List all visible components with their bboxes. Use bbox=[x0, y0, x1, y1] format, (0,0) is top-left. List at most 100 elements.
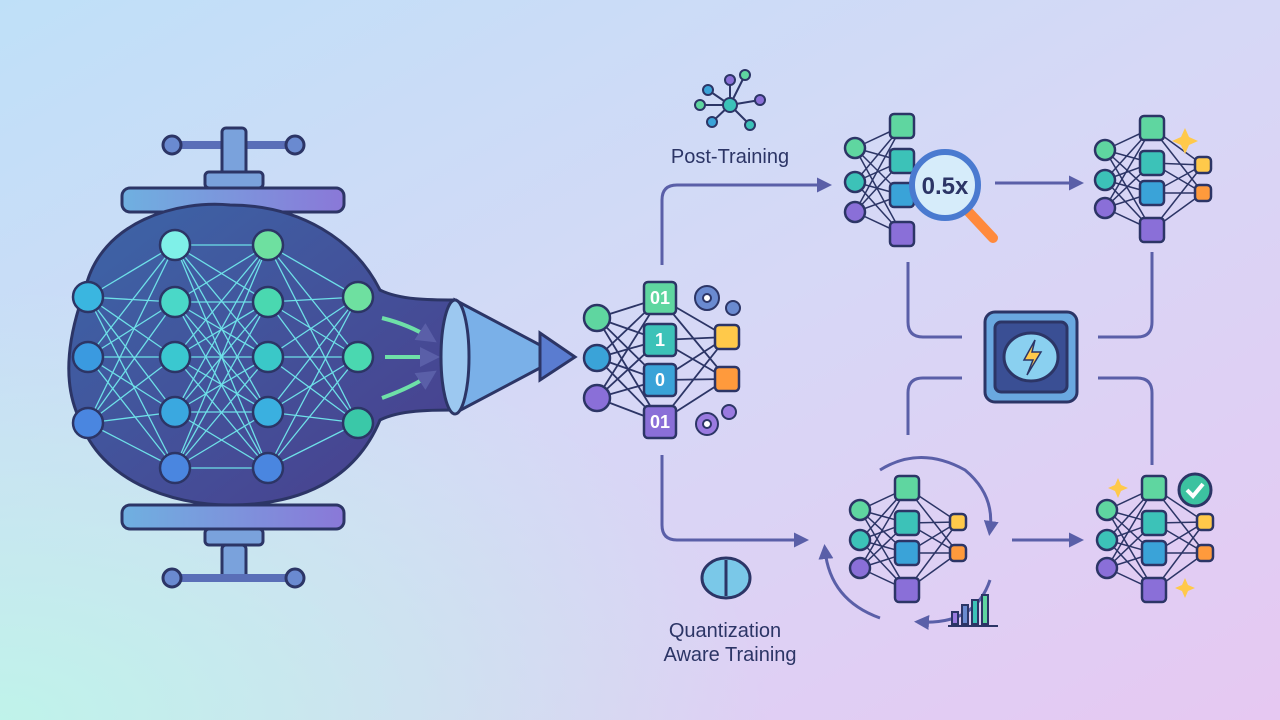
connection bbox=[267, 422, 359, 469]
connection bbox=[267, 356, 359, 469]
connection bbox=[87, 244, 176, 358]
gear-icon bbox=[721, 404, 737, 420]
quantized-neuron bbox=[642, 362, 678, 398]
connection bbox=[87, 356, 176, 413]
compression-arrows bbox=[381, 316, 440, 400]
growth-chart-icon bbox=[948, 594, 998, 627]
qat-network bbox=[848, 474, 968, 604]
connection bbox=[1106, 487, 1155, 569]
quantized-neuron bbox=[893, 539, 921, 567]
connection bbox=[267, 296, 359, 358]
quantized-neuron bbox=[893, 474, 921, 502]
neuron bbox=[71, 406, 105, 440]
quantized-neuron bbox=[1138, 216, 1166, 244]
quantized-neuron bbox=[1193, 155, 1213, 175]
neuron bbox=[251, 451, 285, 485]
post-training-arrow bbox=[660, 177, 832, 265]
neuron bbox=[341, 340, 375, 374]
quantized-value: 1 bbox=[655, 330, 665, 350]
connection bbox=[859, 509, 908, 591]
quantized-neuron bbox=[713, 365, 741, 393]
neuron bbox=[848, 498, 872, 522]
gear-icon bbox=[725, 300, 741, 316]
neuron bbox=[158, 451, 192, 485]
gear-icons bbox=[694, 285, 741, 436]
connection bbox=[174, 411, 269, 469]
neuron bbox=[1093, 196, 1117, 220]
connection bbox=[267, 244, 359, 298]
connection bbox=[267, 296, 359, 413]
connection bbox=[87, 296, 176, 413]
post-training-label: Post-Training bbox=[671, 146, 789, 168]
connection bbox=[267, 244, 359, 424]
connection bbox=[174, 301, 269, 469]
connection bbox=[267, 244, 359, 358]
connection bbox=[859, 487, 908, 569]
flow-lines bbox=[660, 175, 1154, 630]
connection bbox=[174, 244, 269, 469]
neuron bbox=[848, 556, 872, 580]
cycle-arrow bbox=[879, 456, 999, 536]
post-training-network bbox=[843, 112, 916, 248]
connection bbox=[267, 301, 359, 358]
connection bbox=[87, 244, 176, 424]
node bbox=[706, 116, 718, 128]
quantized-neuron bbox=[1140, 509, 1168, 537]
checkmark-badge-icon bbox=[1177, 472, 1213, 508]
connection bbox=[854, 125, 903, 213]
connection bbox=[1104, 127, 1153, 209]
neuron bbox=[1095, 556, 1119, 580]
neuron bbox=[341, 280, 375, 314]
connection bbox=[174, 244, 269, 413]
connection bbox=[267, 301, 359, 424]
scale-factor: 0.5x bbox=[922, 173, 969, 200]
qat-label-line1: Quantization bbox=[669, 620, 781, 642]
node bbox=[724, 74, 736, 86]
neuron bbox=[848, 528, 872, 552]
neuron bbox=[843, 170, 867, 194]
quantized-neuron bbox=[948, 512, 968, 532]
neuron bbox=[582, 303, 612, 333]
neuron bbox=[158, 228, 192, 262]
quantized-neuron bbox=[948, 543, 968, 563]
large-neural-network bbox=[71, 228, 375, 485]
node bbox=[754, 94, 766, 106]
neuron bbox=[582, 343, 612, 373]
node bbox=[722, 97, 738, 113]
network-graph-icon bbox=[694, 69, 766, 131]
neuron bbox=[158, 340, 192, 374]
quantized-neuron bbox=[642, 280, 678, 316]
neuron bbox=[71, 280, 105, 314]
connection bbox=[267, 296, 359, 469]
connection bbox=[87, 356, 176, 469]
connection bbox=[267, 356, 359, 424]
quantized-neuron bbox=[1138, 114, 1166, 142]
connection bbox=[87, 301, 176, 424]
neuron bbox=[71, 340, 105, 374]
qat-arrow bbox=[660, 455, 809, 548]
connection bbox=[1106, 509, 1155, 591]
qat-label-line2: Aware Training bbox=[663, 644, 796, 666]
connection bbox=[87, 422, 176, 469]
connection bbox=[854, 147, 903, 235]
connection bbox=[174, 356, 269, 469]
connection bbox=[174, 244, 269, 303]
node bbox=[739, 69, 751, 81]
neuron bbox=[1093, 168, 1117, 192]
quantized-neuron bbox=[642, 322, 678, 358]
quantized-neuron bbox=[1140, 539, 1168, 567]
funnel-icon bbox=[439, 297, 578, 416]
connection bbox=[1104, 149, 1153, 231]
connection bbox=[87, 296, 176, 469]
neuron bbox=[251, 228, 285, 262]
neuron bbox=[1095, 528, 1119, 552]
quantized-neuron bbox=[1138, 179, 1166, 207]
neuron bbox=[158, 395, 192, 429]
quantized-neuron bbox=[888, 220, 916, 248]
neuron bbox=[843, 200, 867, 224]
final-network bbox=[1095, 474, 1215, 604]
quantized-neuron bbox=[1195, 543, 1215, 563]
node bbox=[694, 99, 706, 111]
quantized-neuron bbox=[1195, 512, 1215, 532]
